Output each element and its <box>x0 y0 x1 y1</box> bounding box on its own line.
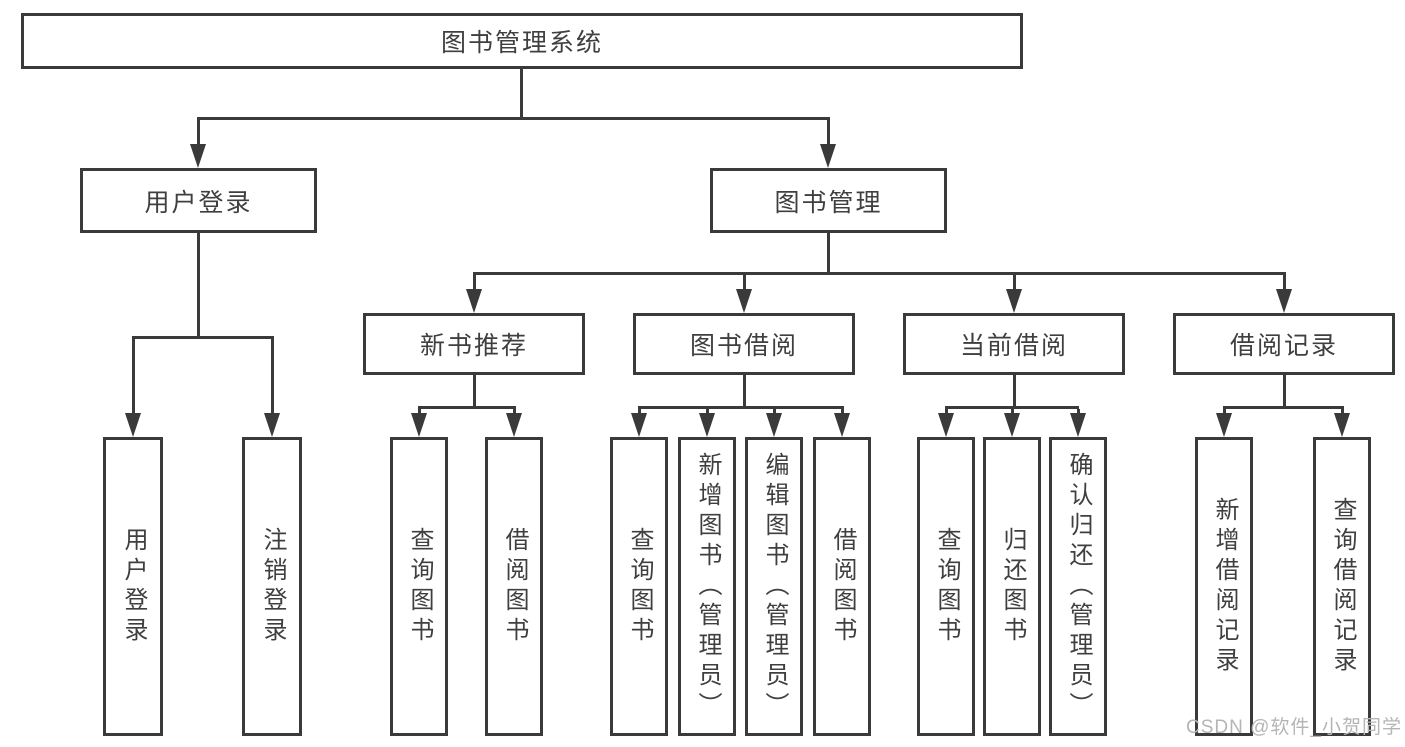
connector-current-stem <box>1013 375 1016 409</box>
arrow-down-icon <box>411 413 427 437</box>
node-new-book-recommend: 新书推荐 <box>363 313 585 375</box>
connector-drop-leaf <box>1011 409 1014 415</box>
arrow-down-icon <box>631 413 647 437</box>
connector-drop-leaf <box>418 409 421 415</box>
leaf-return-books-label: 归还图书 <box>999 526 1026 647</box>
leaf-query-books-2: 查询图书 <box>610 437 668 736</box>
leaf-query-books-3-label: 查询图书 <box>933 526 960 647</box>
arrow-down-icon <box>1004 413 1020 437</box>
arrow-down-icon <box>264 413 280 437</box>
connector-drop-book-borrow <box>743 275 746 291</box>
node-book-borrowing-label: 图书借阅 <box>689 332 798 360</box>
connector-drop-leaf <box>1223 409 1226 415</box>
node-new-book-recommend-label: 新书推荐 <box>419 332 528 360</box>
leaf-query-borrow-record-label: 查询借阅记录 <box>1329 496 1356 677</box>
leaf-logout-label: 注销登录 <box>259 526 286 647</box>
connector-drop-leaf <box>706 409 709 415</box>
leaf-confirm-return-admin: 确认归还（管理员） <box>1049 437 1107 736</box>
node-user-login: 用户登录 <box>80 168 317 233</box>
connector-drop-book-mgmt <box>827 120 830 146</box>
node-book-borrowing: 图书借阅 <box>633 313 855 375</box>
node-book-management: 图书管理 <box>710 168 947 233</box>
leaf-return-books: 归还图书 <box>983 437 1041 736</box>
arrow-down-icon <box>1006 289 1022 313</box>
connector-records-hbar <box>1223 406 1344 409</box>
node-user-login-label: 用户登录 <box>144 188 253 217</box>
arrow-down-icon <box>466 289 482 313</box>
connector-borrow-hbar <box>638 406 844 409</box>
watermark: CSDN @软件_小贺同学 <box>1186 717 1402 738</box>
connector-drop-user-login <box>197 120 200 146</box>
arrow-down-icon <box>1276 289 1292 313</box>
leaf-borrow-books-1-label: 借阅图书 <box>501 526 528 647</box>
arrow-down-icon <box>834 413 850 437</box>
leaf-borrow-books-1: 借阅图书 <box>485 437 543 736</box>
arrow-down-icon <box>190 144 206 168</box>
leaf-confirm-return-admin-label: 确认归还（管理员） <box>1065 451 1092 722</box>
connector-records-stem <box>1283 375 1286 409</box>
connector-bookmgmt-hbar <box>473 272 1286 275</box>
connector-root-stem <box>520 69 523 120</box>
node-borrowing-records: 借阅记录 <box>1173 313 1395 375</box>
connector-drop-leaf <box>271 339 274 415</box>
leaf-query-books-2-label: 查询图书 <box>626 526 653 647</box>
arrow-down-icon <box>1216 413 1232 437</box>
leaf-borrow-books-2: 借阅图书 <box>813 437 871 736</box>
leaf-user-login-label: 用户登录 <box>120 526 147 647</box>
connector-drop-leaf <box>945 409 948 415</box>
leaf-query-borrow-record: 查询借阅记录 <box>1313 437 1371 736</box>
connector-borrow-stem <box>743 375 746 409</box>
node-current-borrowing-label: 当前借阅 <box>959 332 1068 360</box>
arrow-down-icon <box>820 144 836 168</box>
leaf-add-borrow-record-label: 新增借阅记录 <box>1211 496 1238 677</box>
leaf-add-borrow-record: 新增借阅记录 <box>1195 437 1253 736</box>
node-book-management-label: 图书管理 <box>774 188 883 217</box>
node-root-label: 图书管理系统 <box>440 29 603 57</box>
connector-drop-leaf <box>841 409 844 415</box>
connector-drop-leaf <box>773 409 776 415</box>
leaf-add-books-admin-label: 新增图书（管理员） <box>694 451 721 722</box>
connector-drop-current-borrow <box>1013 275 1016 291</box>
leaf-query-books-1-label: 查询图书 <box>406 526 433 647</box>
node-borrowing-records-label: 借阅记录 <box>1229 332 1338 360</box>
connector-drop-leaf <box>1077 409 1080 415</box>
leaf-edit-books-admin: 编辑图书（管理员） <box>745 437 803 736</box>
leaf-user-login: 用户登录 <box>103 437 163 736</box>
leaf-borrow-books-2-label: 借阅图书 <box>829 526 856 647</box>
arrow-down-icon <box>1334 413 1350 437</box>
leaf-add-books-admin: 新增图书（管理员） <box>678 437 736 736</box>
connector-root-hbar <box>197 117 830 120</box>
arrow-down-icon <box>125 413 141 437</box>
arrow-down-icon <box>1070 413 1086 437</box>
connector-newbooks-hbar <box>418 406 516 409</box>
connector-drop-leaf <box>513 409 516 415</box>
connector-bookmgmt-stem <box>827 233 830 275</box>
leaf-query-books-1: 查询图书 <box>390 437 448 736</box>
leaf-edit-books-admin-label: 编辑图书（管理员） <box>761 451 788 722</box>
connector-current-hbar <box>945 406 1079 409</box>
leaf-logout: 注销登录 <box>242 437 302 736</box>
arrow-down-icon <box>699 413 715 437</box>
connector-login-stem <box>197 233 200 339</box>
node-current-borrowing: 当前借阅 <box>903 313 1125 375</box>
connector-drop-leaf <box>638 409 641 415</box>
node-root: 图书管理系统 <box>21 13 1023 69</box>
arrow-down-icon <box>938 413 954 437</box>
arrow-down-icon <box>766 413 782 437</box>
connector-drop-leaf <box>132 339 135 415</box>
connector-drop-leaf <box>1341 409 1344 415</box>
arrow-down-icon <box>506 413 522 437</box>
connector-newbooks-stem <box>473 375 476 409</box>
leaf-query-books-3: 查询图书 <box>917 437 975 736</box>
arrow-down-icon <box>736 289 752 313</box>
connector-drop-borrow-records <box>1283 275 1286 291</box>
connector-login-hbar <box>132 336 274 339</box>
connector-drop-new-books <box>473 275 476 291</box>
